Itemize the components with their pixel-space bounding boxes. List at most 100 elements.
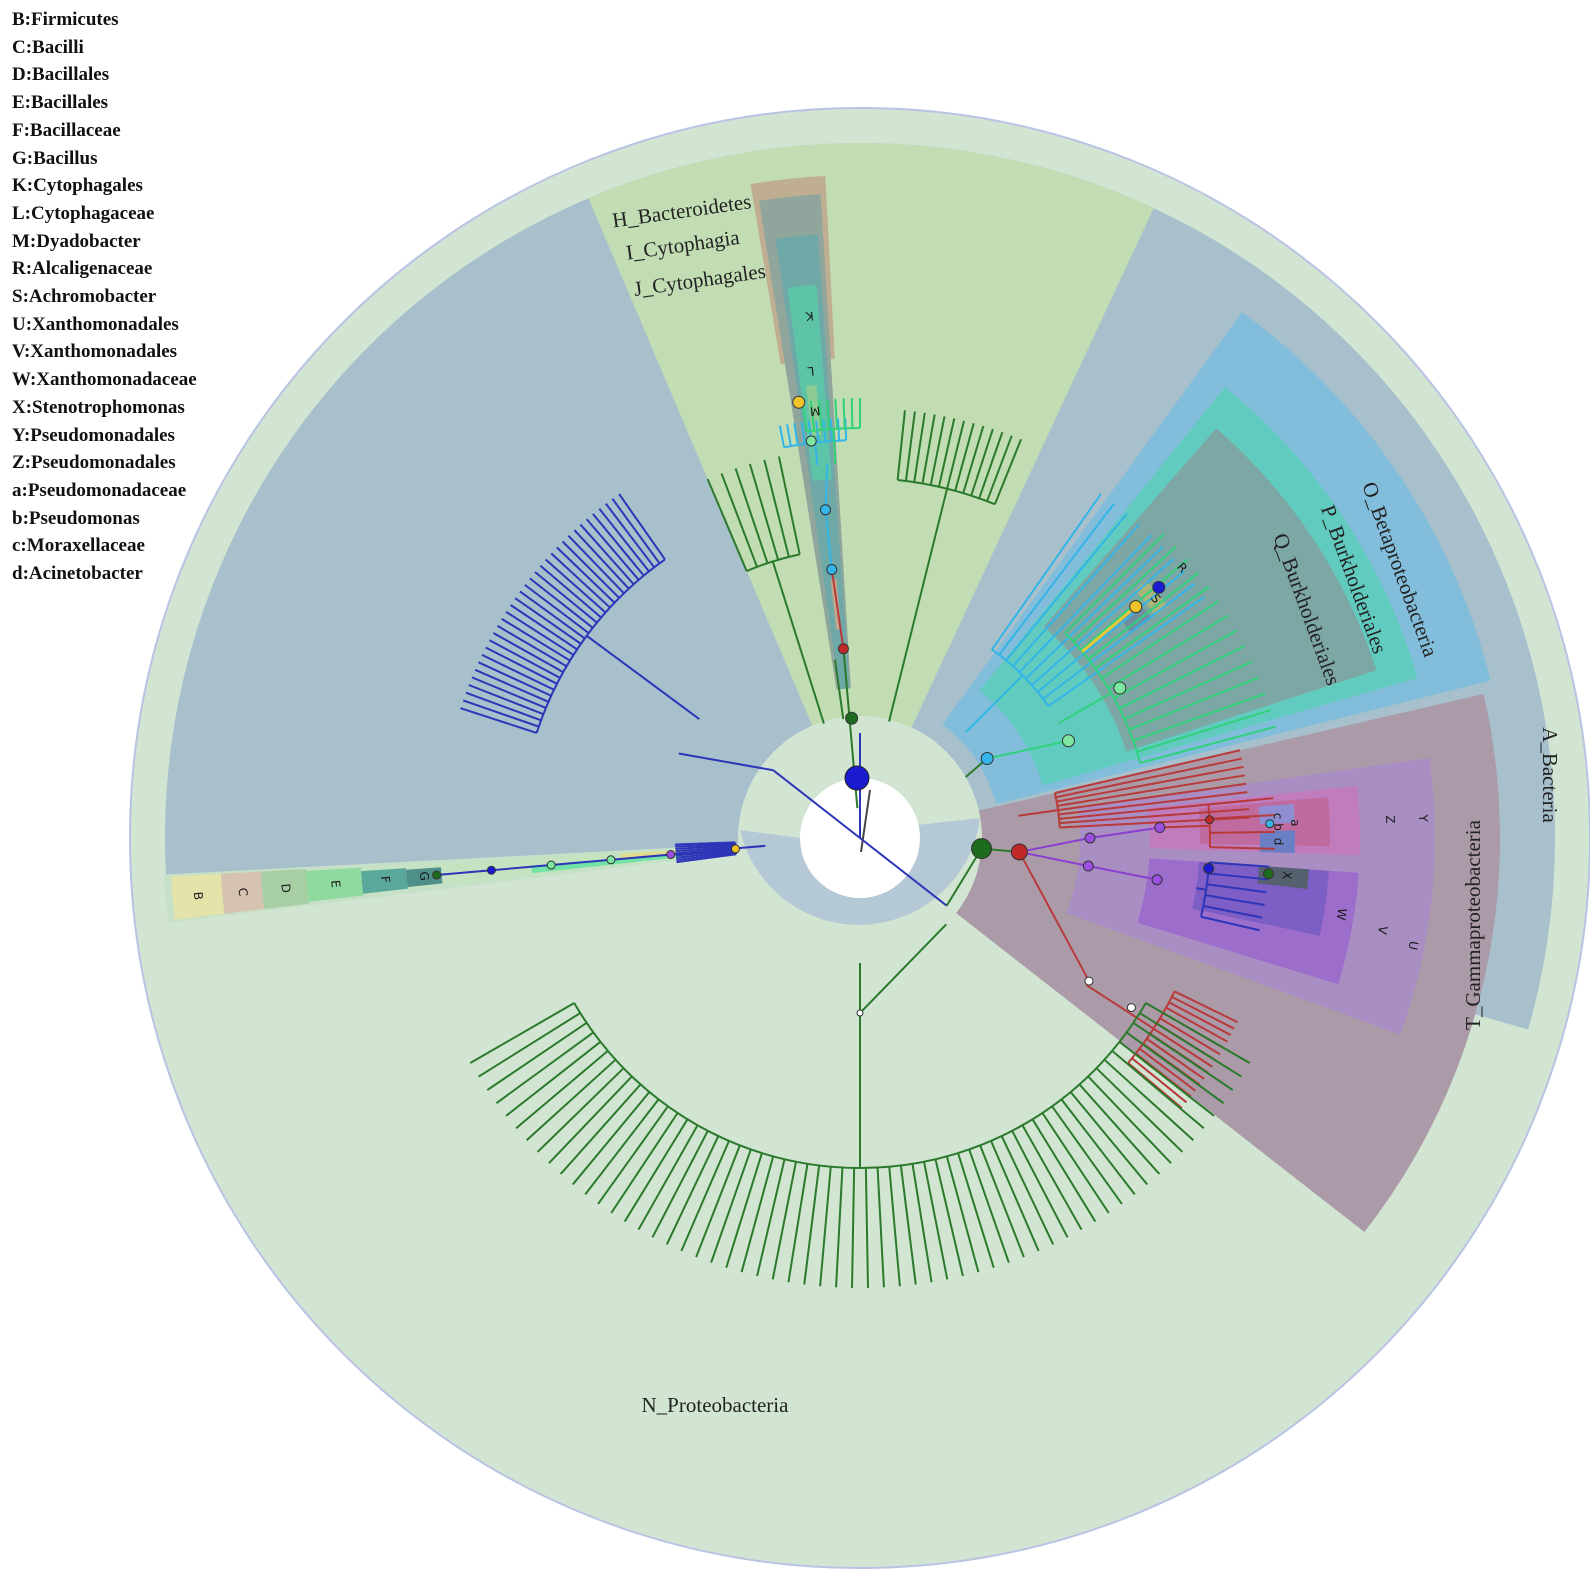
clade-letter-G: G	[417, 871, 432, 881]
burkholderiales-branch	[986, 739, 1069, 760]
proteobacteria-lower-fan-leaf	[1031, 1118, 1097, 1223]
sector-firmicutes-B	[171, 873, 225, 920]
tree-nodes	[432, 395, 1275, 1017]
proteobacteria-lower-fan-leaf	[637, 1124, 699, 1231]
unassigned-blue-fan-leaf	[510, 604, 578, 651]
root-proteobacteria-branch	[859, 837, 948, 907]
cytophagaceae-fan-leaf	[837, 418, 841, 441]
burkholderiales-node	[1061, 734, 1075, 748]
proteobacteria-lower-fan-leaf	[1000, 1135, 1055, 1245]
proteobacteria-lower-fan-leaf	[597, 1105, 669, 1205]
achromobacter-branch	[1081, 605, 1137, 653]
legend-item: U:Xanthomonadales	[12, 313, 179, 335]
unassigned-blue-fan-leaf	[550, 552, 611, 609]
proteobacteria-lower-fan-leaf	[911, 1163, 933, 1283]
proteobacteria-lower-fan-leaf	[710, 1149, 752, 1263]
gamma-upper-fan-leaf	[1054, 749, 1241, 794]
burkholderiales-Q-node	[1113, 681, 1127, 695]
dyadobacter-fan-leaf	[809, 400, 816, 431]
dyadobacter-fan-stem	[832, 428, 837, 464]
burkholderiales-fan-leaf	[1107, 614, 1229, 689]
legend-item: G:Bacillus	[12, 147, 98, 169]
clade-letter-Y: Y	[1416, 813, 1430, 822]
proteobacteria-lower-fan-leaf	[1103, 1058, 1195, 1142]
xanthomonadaceae-fan-leaf	[1200, 915, 1260, 932]
xanthomonadaceae-fan-leaf	[1209, 861, 1270, 868]
proteobacteria-lower-fan-leaf	[876, 1167, 885, 1288]
dyadobacter-fan-leaf	[850, 398, 854, 429]
proteobacteria-lower-fan-leaf	[680, 1140, 730, 1252]
pseudomonas-node	[1265, 819, 1275, 829]
unassigned-blue-fan-leaf	[471, 676, 547, 709]
bacteroidetes-right-fan-leaf	[929, 416, 946, 486]
burkholderiales-fan-leaf	[1124, 660, 1253, 720]
cytophagaceae-fan-leaf	[800, 421, 806, 445]
bacteroidetes-green-fan-leaf	[748, 463, 780, 561]
legend-item: Z:Pseudomonadales	[12, 452, 176, 474]
legend-item: C:Bacilli	[12, 36, 84, 58]
clade-letter-F: F	[378, 875, 393, 883]
pseudomonadales-Z-node	[1154, 822, 1166, 834]
proteobacteria-lower-fan-leaf	[610, 1112, 679, 1214]
unassigned-blue-fan-leaf	[501, 617, 571, 662]
legend-item: X:Stenotrophomonas	[12, 396, 185, 418]
xanthomonadaceae-fan-leaf	[1203, 905, 1263, 919]
betaproteobacteria-fan-leaf	[1047, 596, 1205, 707]
bacillus-node	[432, 870, 442, 880]
gamma-upper-fan-leaf	[1059, 808, 1250, 825]
proteobacteria-lower-fan-leaf	[536, 1067, 625, 1153]
xanthomonadaceae-fan-stem	[1196, 887, 1207, 891]
bacteroidetes-right-fan-leaf	[896, 410, 906, 481]
bacillales-D-node	[606, 855, 616, 865]
gamma-lower-fan-leaf	[1159, 1017, 1221, 1056]
pseudomonadaceae-fan-leaf	[1209, 830, 1275, 834]
blue-clade-stem	[678, 752, 774, 772]
dyadobacter-fan-leaf	[826, 399, 831, 430]
sector-acinetobacter	[1259, 830, 1295, 854]
proteobacteria-lower-fan-leaf	[1087, 1075, 1172, 1164]
legend-item: B:Firmicutes	[12, 9, 119, 30]
bacteroidetes-right-fan-leaf	[954, 423, 975, 492]
legend-item: W:Xanthomonadaceae	[12, 369, 197, 391]
cytophagia-red-branch	[830, 569, 845, 649]
cytophagales-branch	[824, 509, 833, 570]
gamma-lower-node-2	[1126, 1003, 1136, 1013]
unassigned-blue-fan-leaf	[544, 558, 607, 614]
legend-item: a:Pseudomonadaceae	[12, 479, 187, 501]
cytophagaceae-fan-leaf	[786, 424, 792, 447]
burkholderiales-fan-leaf	[1072, 545, 1177, 643]
proteobacteria-lower-fan-leaf	[559, 1083, 642, 1175]
clade-label-N: N_Proteobacteria	[642, 1393, 790, 1417]
proteobacteria-lower-fan-leaf	[1060, 1098, 1136, 1196]
proteobacteria-lower-fan-leaf	[1069, 1091, 1148, 1186]
proteobacteria-lower-fan-leaf	[957, 1152, 995, 1268]
dyadobacter-fan-leaf	[842, 398, 846, 429]
unassigned-blue-fan-leaf	[611, 498, 661, 564]
cytophagaceae-fan-leaf	[793, 423, 799, 446]
achromobacter-node	[1152, 580, 1166, 594]
cytophagaceae-fan-leaf	[815, 420, 820, 443]
cytophagaceae-fan-stem	[813, 442, 819, 466]
proteobacteria-lower-fan-leaf	[1139, 1012, 1243, 1078]
unassigned-blue-fan-leaf	[561, 540, 620, 599]
burkholderiales-fan-leaf	[1132, 692, 1266, 742]
proteobacteria-lower-fan-leaf	[469, 1002, 575, 1064]
legend-item: L:Cytophagaceae	[12, 202, 155, 224]
clade-letter-Z: Z	[1383, 815, 1397, 824]
betaproteobacteria-fan-leaf	[1025, 546, 1164, 680]
dyadobacter-fan-leaf	[834, 398, 839, 429]
unassigned-blue-fan-leaf	[618, 493, 666, 561]
legend-item: b:Pseudomonas	[12, 507, 140, 529]
firmicutes-long-branch	[436, 847, 736, 877]
unassigned-blue-fan	[460, 493, 700, 734]
gamma-lower-fan-leaf	[1138, 1047, 1197, 1092]
proteobacteria-lower-fan-leaf	[665, 1135, 720, 1245]
root-stem	[860, 789, 871, 853]
proteobacteria-lower-fan-leaf	[584, 1098, 660, 1196]
gamma-lower-node-1	[1084, 976, 1094, 986]
gamma-upper-fan-leaf	[1057, 782, 1247, 812]
sector-bacteroidetes	[588, 142, 1154, 838]
clade-letter-B: B	[191, 891, 206, 900]
